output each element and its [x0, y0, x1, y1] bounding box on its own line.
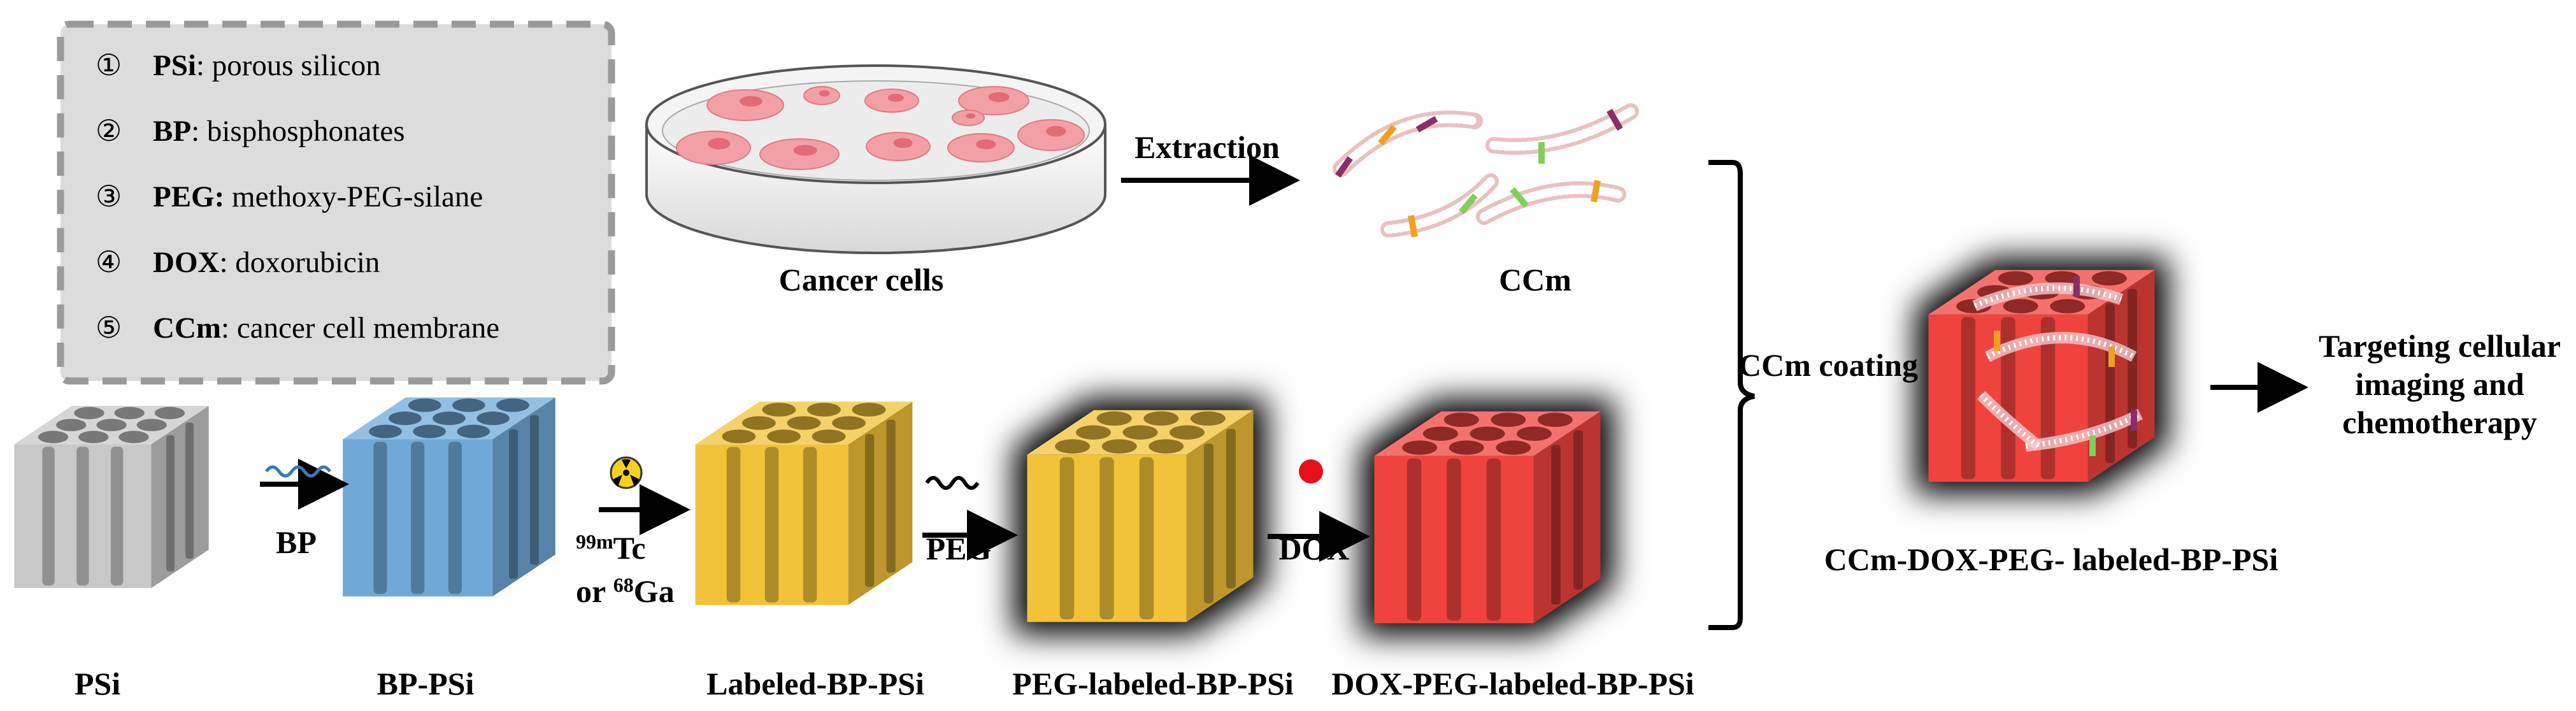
- ga-68-label: or 68Ga: [576, 573, 675, 609]
- membrane-protein: [2131, 410, 2137, 431]
- legend-number: ③: [96, 179, 122, 213]
- legend-item: ② BP: bisphosphonates: [96, 113, 405, 148]
- merge-bracket: [1708, 160, 1755, 630]
- peg-chain-icon: [925, 476, 980, 490]
- outcome-line: Targeting cellular: [2319, 328, 2561, 364]
- membrane-protein: [1408, 215, 1418, 238]
- legend-sep: :: [191, 115, 199, 148]
- cancer-cells: [676, 86, 1085, 170]
- final-coated-particle: [1915, 257, 2168, 495]
- legend-desc: bisphosphonates: [199, 115, 404, 148]
- legend-desc: cancer cell membrane: [229, 312, 499, 345]
- membrane-fragment: [1485, 103, 1639, 164]
- cell-nucleus: [1046, 126, 1066, 137]
- step-label: PEG-labeled-BP-PSi: [1012, 666, 1294, 701]
- dox-drug-icon: [1299, 459, 1323, 484]
- ccm-fragments: [1333, 103, 1639, 238]
- cell-nucleus: [988, 92, 1010, 103]
- bp-arrow-label: BP: [276, 524, 317, 560]
- legend-sep: :: [196, 49, 204, 82]
- bp-molecule-icon: [264, 465, 332, 478]
- step-arrows: BP 99mTc or 68Ga PEG DOX: [260, 456, 1370, 609]
- membrane-fragment: [1476, 180, 1626, 225]
- legend-number: ④: [96, 245, 122, 279]
- membrane-protein: [1510, 187, 1529, 208]
- final-particle-label: CCm-DOX-PEG- labeled-BP-PSi: [1824, 542, 2279, 577]
- legend-text: PEG: methoxy-PEG-silane: [153, 180, 483, 213]
- particle-row: [14, 397, 1614, 636]
- radiation-icon: [610, 456, 643, 489]
- legend-abbr: PEG:: [153, 180, 224, 213]
- membrane-coating: [1972, 276, 2143, 456]
- membrane-protein: [2089, 436, 2096, 456]
- legend-desc: doxorubicin: [228, 246, 380, 279]
- membrane-protein: [1459, 193, 1478, 215]
- legend-list: ① PSi: porous silicon ② BP: bisphosphonates…: [96, 48, 499, 345]
- porous-particle: [14, 406, 209, 588]
- legend-text: PSi: porous silicon: [153, 49, 381, 82]
- membrane-fragment: [1380, 173, 1499, 238]
- legend-abbr: DOX: [153, 246, 220, 279]
- membrane-protein: [2073, 276, 2080, 297]
- legend-desc: methoxy-PEG-silane: [224, 180, 483, 213]
- peg-arrow-label: PEG: [926, 531, 992, 566]
- legend-abbr: PSi: [153, 49, 196, 82]
- tc-99m-label: 99mTc: [576, 530, 646, 566]
- legend-item: ⑤ CCm: cancer cell membrane: [96, 310, 499, 345]
- cell-nucleus: [966, 113, 976, 119]
- outcome-line: imaging and: [2355, 366, 2524, 402]
- legend-number: ①: [96, 48, 122, 82]
- cell-nucleus: [819, 90, 830, 97]
- porous-particle: [1013, 397, 1267, 635]
- outcome-line: chemotherapy: [2342, 405, 2537, 440]
- membrane-protein: [1994, 331, 2000, 351]
- legend-number: ②: [96, 113, 122, 148]
- extraction-label: Extraction: [1134, 129, 1280, 165]
- legend-text: BP: bisphosphonates: [153, 115, 405, 148]
- porous-particle: [343, 397, 555, 597]
- legend-desc: porous silicon: [204, 49, 381, 82]
- cell-culture-dish: [645, 64, 1106, 254]
- ccm-label: CCm: [1499, 262, 1571, 298]
- legend-abbr: CCm: [153, 312, 221, 345]
- legend-text: CCm: cancer cell membrane: [153, 312, 499, 345]
- legend-item: ③ PEG: methoxy-PEG-silane: [96, 179, 483, 213]
- membrane-protein: [1378, 124, 1397, 146]
- legend-number: ⑤: [96, 310, 122, 345]
- step-label: DOX-PEG-labeled-BP-PSi: [1331, 666, 1694, 701]
- cell-nucleus: [708, 138, 731, 150]
- membrane-protein: [1538, 142, 1545, 164]
- dox-arrow-label: DOX: [1278, 531, 1349, 566]
- legend-abbr: BP: [153, 115, 191, 148]
- cell-nucleus: [976, 139, 996, 150]
- legend-text: DOX: doxorubicin: [153, 246, 380, 279]
- step-labels: PSi BP-PSi Labeled-BP-PSi PEG-labeled-BP-PS…: [75, 666, 1694, 701]
- porous-particle: [695, 401, 913, 605]
- membrane-protein: [1415, 116, 1438, 133]
- cell-nucleus: [887, 94, 904, 102]
- membrane-protein: [1606, 108, 1623, 131]
- membrane-fragment: [1333, 110, 1483, 178]
- legend-item: ① PSi: porous silicon: [96, 48, 381, 82]
- cell-nucleus: [740, 96, 762, 107]
- legend-item: ④ DOX: doxorubicin: [96, 245, 380, 279]
- membrane-protein: [1335, 156, 1353, 178]
- porous-particle: [1361, 398, 1614, 636]
- ccm-coating-label: CCm coating: [1738, 347, 1918, 383]
- membrane-protein: [2108, 347, 2115, 367]
- legend-sep: :: [219, 246, 227, 279]
- membrane-protein: [1591, 180, 1601, 203]
- step-label: BP-PSi: [377, 666, 475, 701]
- legend-box: ① PSi: porous silicon ② BP: bisphosphonates…: [57, 20, 615, 385]
- cancer-cells-label: Cancer cells: [779, 262, 944, 298]
- cell-nucleus: [793, 145, 817, 156]
- step-label: PSi: [75, 666, 120, 701]
- legend-sep: :: [221, 312, 229, 345]
- cell-nucleus: [893, 138, 913, 148]
- step-label: Labeled-BP-PSi: [706, 666, 924, 701]
